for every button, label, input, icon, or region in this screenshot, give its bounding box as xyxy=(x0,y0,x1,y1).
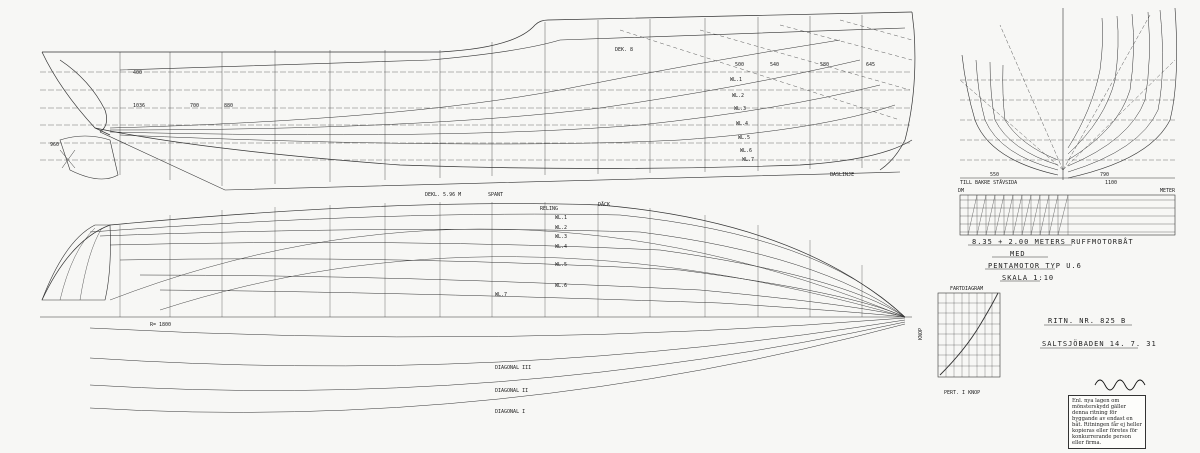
transom-curve xyxy=(59,59,107,133)
wl-label-1: WL.1 xyxy=(730,77,743,83)
notice-text: Enl. nya lagen om mönsterskydd gäller de… xyxy=(1072,398,1142,446)
frame-label: SPANT xyxy=(488,192,504,198)
copyright-notice: Enl. nya lagen om mönsterskydd gäller de… xyxy=(1068,395,1146,449)
diagonal-label-3: DIAGONAL III xyxy=(495,365,532,371)
stem-line xyxy=(879,11,916,171)
wl-label-3: WL.3 xyxy=(734,106,747,112)
speed-chart-title: FARTDIAGRAM xyxy=(950,286,984,292)
plan-wl-1: WL.1 xyxy=(555,215,568,221)
deck-line xyxy=(119,27,906,71)
section-dim-1: 550 xyxy=(990,172,1000,178)
rudder xyxy=(59,135,119,180)
sheer-line xyxy=(42,11,913,53)
dim-400: 400 xyxy=(133,70,143,76)
title-line-4: SKALA 1:10 xyxy=(1002,274,1055,282)
scale-bar-graphic xyxy=(959,194,1176,236)
section-dim-2: 790 xyxy=(1100,172,1110,178)
dim-960: 960 xyxy=(50,142,60,148)
title-line-1: 8.35 + 2.00 METERS RUFFMOTORBÅT xyxy=(972,238,1134,246)
plan-wl-5: WL.5 xyxy=(555,262,568,268)
dim-500: 500 xyxy=(735,62,745,68)
drawing-number: RITN. NR. 825 B xyxy=(1048,317,1127,325)
propeller xyxy=(59,149,76,169)
profile-view xyxy=(40,11,916,191)
deck-plan-label: DÄCK xyxy=(598,202,611,208)
dim-880: 880 xyxy=(224,103,234,109)
dim-580: 580 xyxy=(820,62,830,68)
signature-mark xyxy=(1094,379,1146,391)
reling-label: RELING xyxy=(540,206,559,212)
bottom-line xyxy=(99,131,901,191)
plan-view xyxy=(40,202,912,413)
diagonal-label-1: DIAGONAL I xyxy=(495,409,526,415)
stern-outline xyxy=(41,51,111,136)
diagonal-4 xyxy=(89,317,906,338)
transom-radius: R= 1800 xyxy=(150,322,172,328)
section-dim-3: 1100 xyxy=(1105,180,1118,186)
title-line-3: PENTAMOTOR TYP U.6 xyxy=(988,262,1082,270)
scale-right-label: METER xyxy=(1160,188,1176,194)
keel-label: BASLINJE xyxy=(830,172,855,178)
plan-sheer xyxy=(41,203,906,318)
diagonal-3 xyxy=(89,319,906,367)
section-caption: TILL BAKRE STÄVSIDA xyxy=(960,180,1018,186)
plan-wl-2: WL.2 xyxy=(555,225,568,231)
speed-chart-xlabel: PERT. I KNOP xyxy=(944,390,981,396)
title-line-2: MED xyxy=(1010,250,1026,258)
plan-wl-7: WL.7 xyxy=(495,292,508,298)
speed-curve xyxy=(939,292,999,376)
deck-label: DEK. 8 xyxy=(615,47,634,53)
midship-label: DEKL. 5.96 M xyxy=(425,192,462,198)
plan-wl-3: WL.3 xyxy=(555,234,568,240)
plan-transom xyxy=(41,224,111,301)
diagonal-label-2: DIAGONAL II xyxy=(495,388,529,394)
wl-label-6: WL.6 xyxy=(740,148,753,154)
speed-chart-ylabel: KNOP xyxy=(918,327,924,340)
place-date: SALTSJÖBADEN 14. 7. 31 xyxy=(1042,340,1157,348)
speed-diagram-graphic xyxy=(937,292,1001,378)
dim-540: 540 xyxy=(770,62,780,68)
plan-wl-6: WL.6 xyxy=(555,283,568,289)
wl-label-7: WL.7 xyxy=(742,157,755,163)
wl-label-4: WL.4 xyxy=(736,121,749,127)
body-plan xyxy=(959,7,1177,180)
wl-label-2: WL.2 xyxy=(732,93,745,99)
scale-left-label: DM xyxy=(958,188,965,194)
dim-700: 700 xyxy=(190,103,200,109)
dim-645: 645 xyxy=(866,62,876,68)
dim-1036: 1036 xyxy=(133,103,146,109)
diagonal-1 xyxy=(89,323,906,413)
diagonal-2 xyxy=(89,321,906,391)
wl-label-5: WL.5 xyxy=(738,135,751,141)
keel-line xyxy=(94,127,913,169)
plan-wl-4: WL.4 xyxy=(555,244,568,250)
